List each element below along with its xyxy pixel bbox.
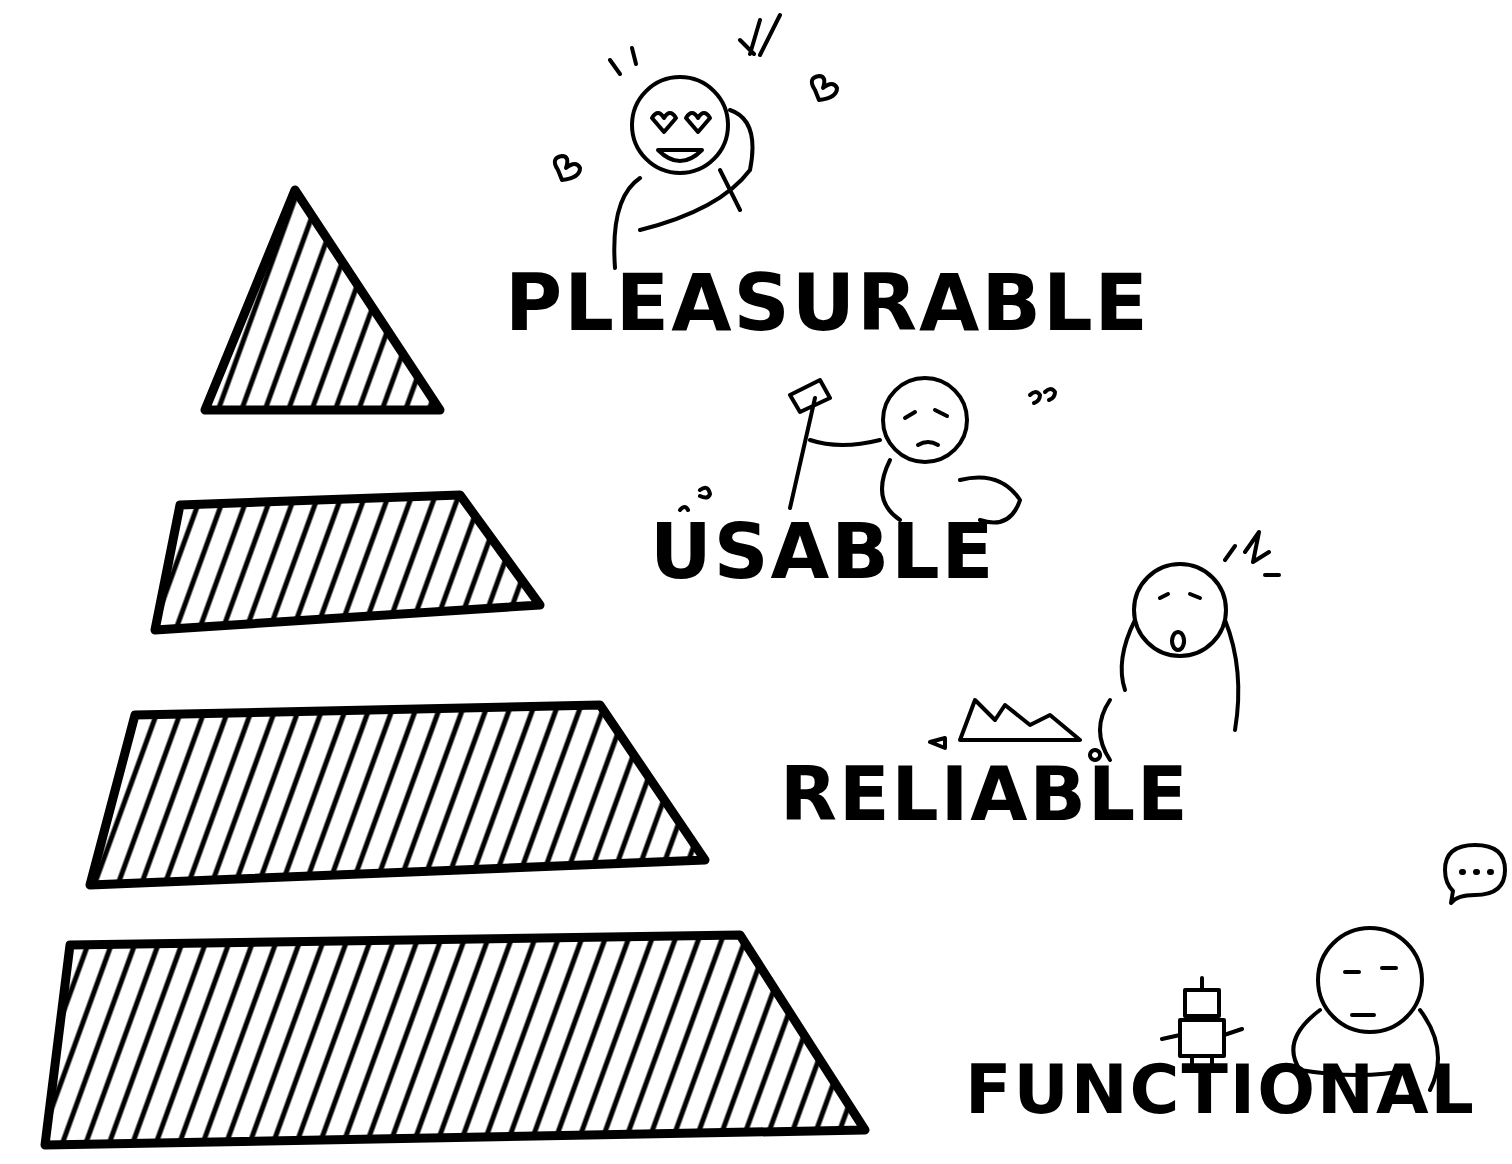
body-lines bbox=[1100, 620, 1238, 760]
speech-bubble bbox=[1445, 845, 1505, 903]
level-label: USABLE bbox=[650, 514, 996, 590]
burst-lines bbox=[610, 15, 780, 74]
broken-pieces bbox=[930, 700, 1100, 760]
heart bbox=[812, 76, 837, 100]
heart-eyes bbox=[652, 113, 710, 132]
band-outline bbox=[150, 490, 545, 635]
level-label: RELIABLE bbox=[780, 757, 1190, 831]
body-lines bbox=[614, 110, 752, 268]
band-outline bbox=[200, 185, 445, 415]
hammer-figure bbox=[680, 378, 1055, 523]
level-label: FUNCTIONAL bbox=[965, 1056, 1476, 1124]
flat-face bbox=[1345, 968, 1396, 1015]
robot-head bbox=[1185, 990, 1219, 1016]
head bbox=[1318, 928, 1422, 1032]
body-lines bbox=[810, 440, 1020, 523]
sound-marks bbox=[680, 488, 710, 510]
hatched-band bbox=[155, 495, 540, 630]
pyramid-band: USABLE bbox=[150, 490, 545, 635]
head bbox=[632, 77, 728, 173]
robot-body bbox=[1180, 1020, 1224, 1056]
head bbox=[883, 378, 967, 462]
bored-figure bbox=[1162, 845, 1505, 1090]
hatched-band bbox=[90, 705, 705, 885]
pyramid-band: FUNCTIONAL bbox=[40, 930, 870, 1150]
heart bbox=[555, 156, 580, 180]
band-outline bbox=[85, 700, 710, 890]
shocked-face bbox=[1160, 594, 1200, 650]
frown bbox=[905, 410, 947, 445]
hatched-band bbox=[45, 935, 865, 1145]
pyramid-band: RELIABLE bbox=[85, 700, 710, 890]
hatched-band bbox=[205, 190, 440, 410]
band-outline bbox=[40, 930, 870, 1150]
burst-lines bbox=[1225, 532, 1279, 575]
question-marks bbox=[1030, 389, 1055, 403]
level-label: PLEASURABLE bbox=[505, 264, 1150, 342]
smile bbox=[658, 150, 702, 161]
pyramid-band: PLEASURABLE bbox=[200, 185, 445, 415]
happy-figure bbox=[555, 15, 837, 268]
ellipsis-dots bbox=[1462, 869, 1491, 875]
head bbox=[1134, 564, 1226, 656]
